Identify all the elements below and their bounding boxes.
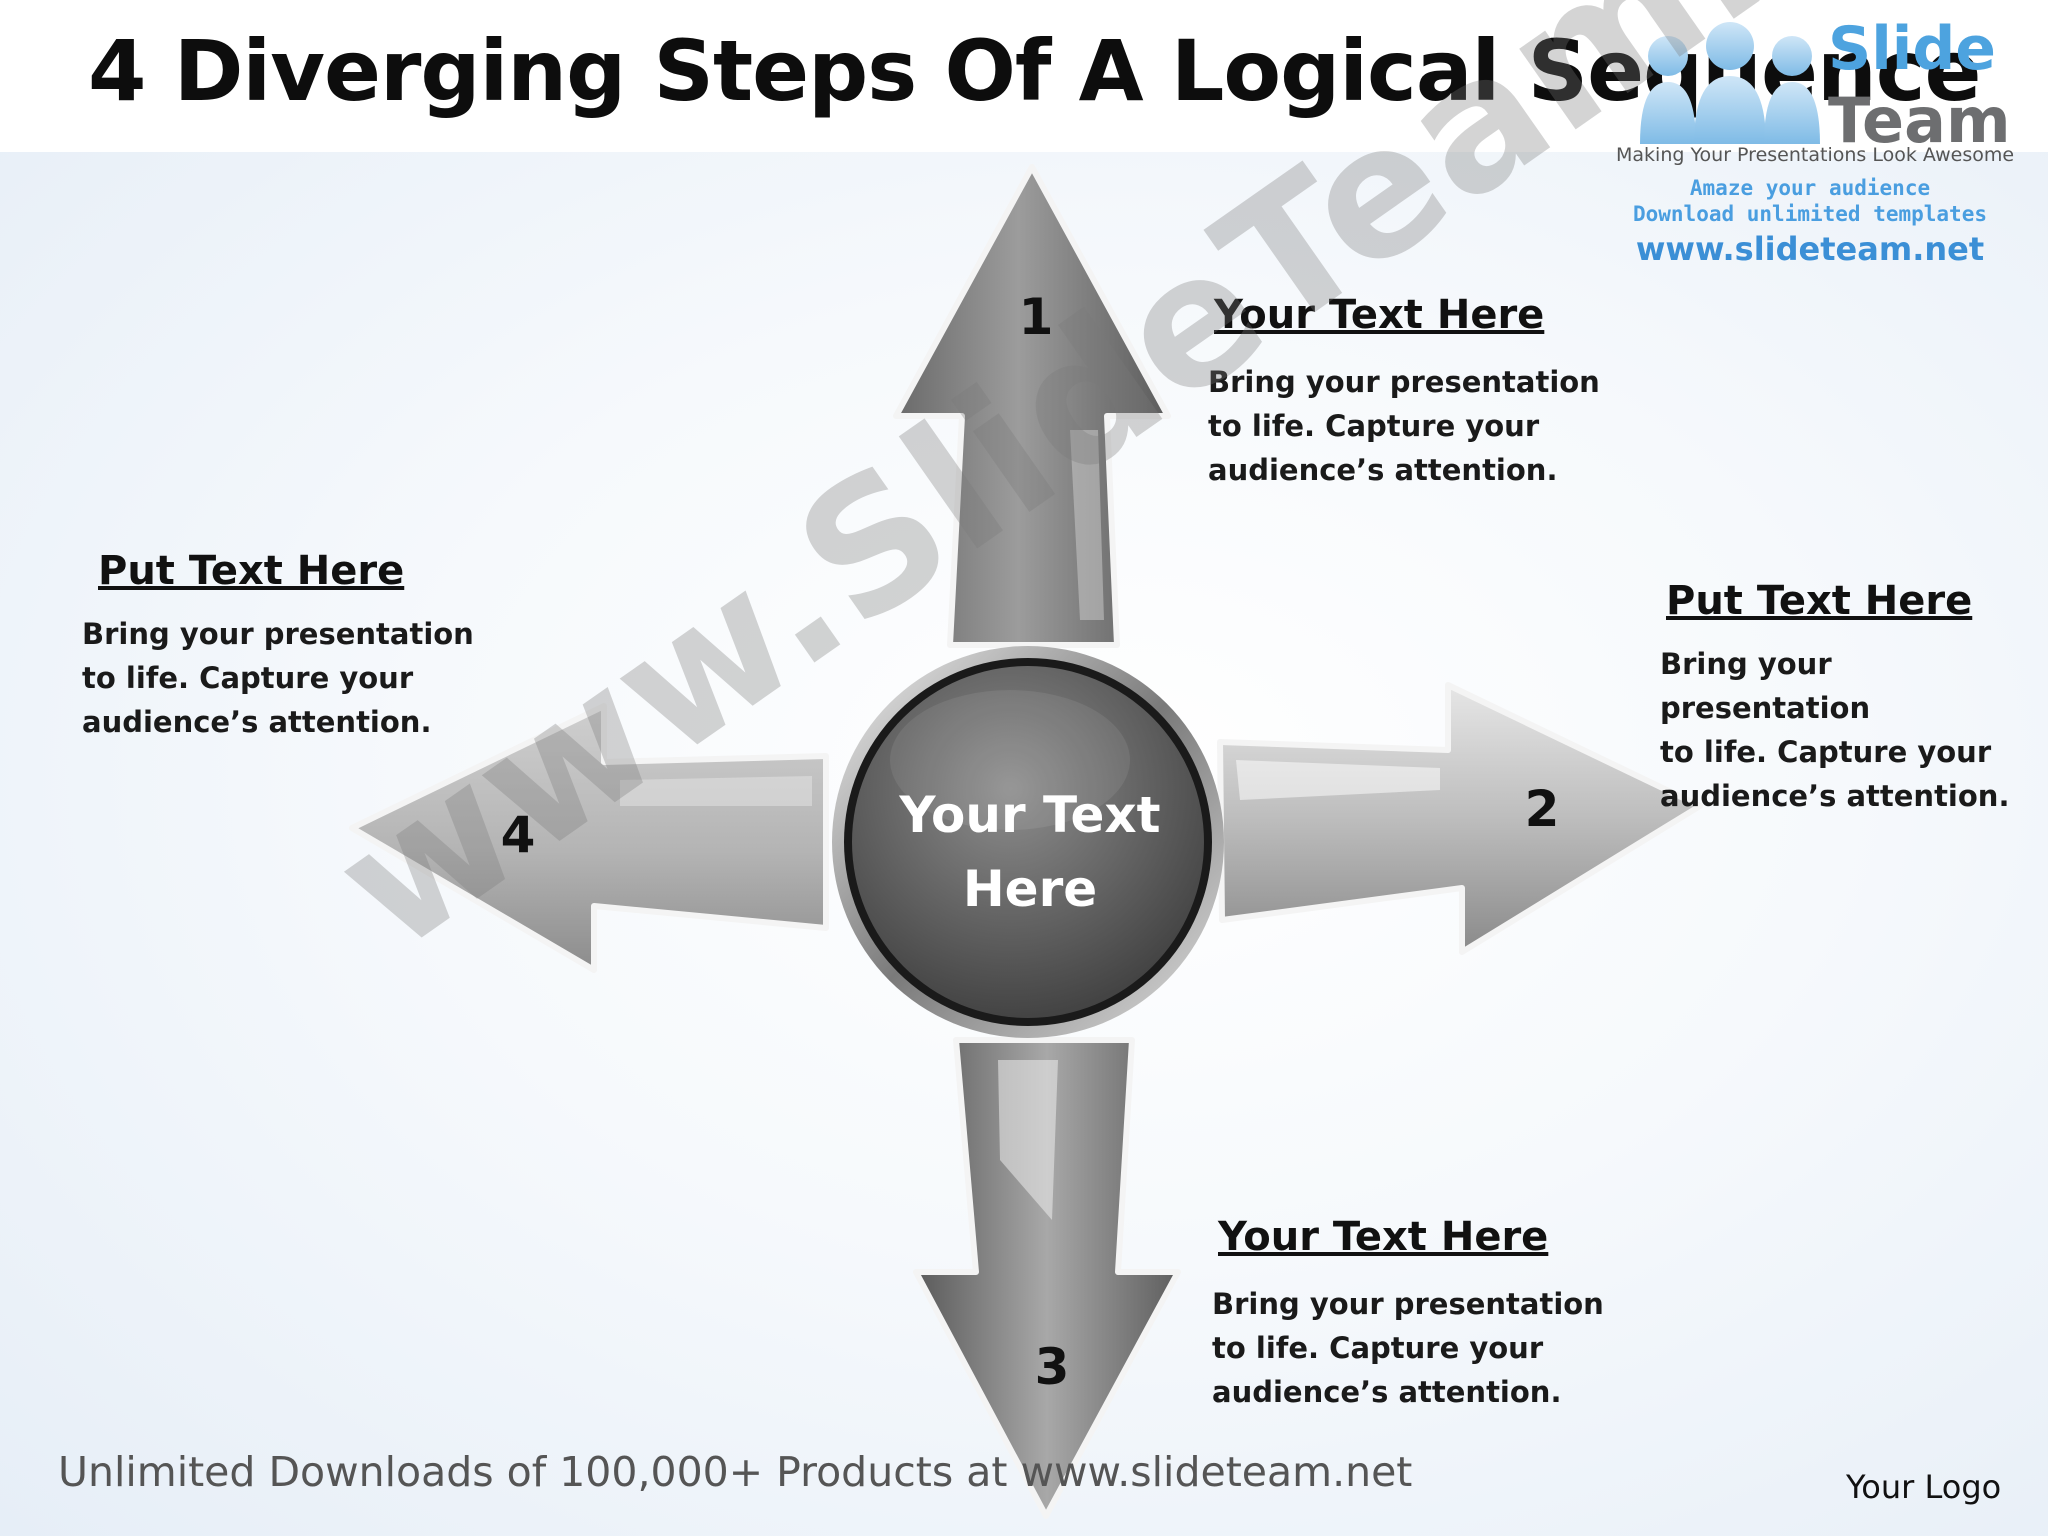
logo-brand-team: Team [1828, 84, 2011, 157]
callout-right-heading: Put Text Here [1666, 578, 1973, 624]
callout-top-right-heading: Your Text Here [1214, 292, 1545, 338]
logo-line-download: Download unlimited templates [1632, 202, 1987, 226]
arrow-step-2: 2 [1217, 682, 1703, 955]
arrow-3-number: 3 [1035, 1338, 1070, 1396]
people-icon [1640, 22, 1820, 144]
logo-line-amaze: Amaze your audience [1689, 176, 1931, 200]
arrow-2-number: 2 [1525, 780, 1560, 838]
logo-brand-slide: Slide [1828, 14, 1996, 84]
center-text-line-2: Here [963, 860, 1097, 918]
arrow-step-3: 3 [913, 1037, 1181, 1519]
callout-left-body: Bring your presentation to life. Capture… [82, 617, 474, 739]
center-circle: Your Text Here [832, 646, 1224, 1038]
callout-bottom-right-body: Bring your presentation to life. Capture… [1212, 1287, 1604, 1409]
slideteam-logo: Slide Team Making Your Presentations Loo… [1610, 6, 2030, 276]
arrow-1-number: 1 [1019, 288, 1054, 346]
center-text-line-1: Your Text [898, 786, 1160, 844]
callout-right-body: Bring your presentation to life. Capture… [1660, 647, 2010, 813]
arrow-4-number: 4 [501, 806, 536, 864]
arrow-step-1: 1 [893, 164, 1171, 648]
your-logo-placeholder: Your Logo [1846, 1468, 2002, 1506]
callout-top-right-body: Bring your presentation to life. Capture… [1208, 365, 1600, 487]
footer-text: Unlimited Downloads of 100,000+ Products… [58, 1448, 1413, 1496]
callout-bottom-right-heading: Your Text Here [1218, 1214, 1549, 1260]
logo-url: www.slideteam.net [1635, 230, 1985, 268]
callout-left-heading: Put Text Here [98, 548, 405, 594]
logo-tagline: Making Your Presentations Look Awesome [1616, 144, 2015, 166]
arrow-step-4: 4 [349, 703, 829, 973]
